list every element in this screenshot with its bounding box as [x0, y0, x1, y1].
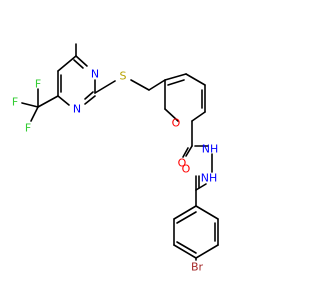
- bond: [185, 145, 193, 157]
- bond: [167, 79, 185, 86]
- bonds: [21, 43, 219, 261]
- atom-f-left: F: [12, 96, 18, 109]
- atom-br: Br: [191, 261, 204, 274]
- bond: [164, 73, 187, 81]
- bond: [21, 102, 39, 108]
- bond: [30, 106, 39, 122]
- bond: [57, 95, 70, 106]
- bond: [130, 79, 150, 91]
- atom-nh-1: NH: [202, 143, 219, 156]
- molecule-structure: N N S F F F O O NH NH O Br: [12, 43, 219, 274]
- bond: [195, 205, 219, 220]
- bond: [73, 59, 84, 69]
- atom-nh-2: NH: [201, 172, 218, 185]
- bond: [191, 111, 206, 122]
- bond: [84, 95, 96, 105]
- atom-o-carbonyl-2: O: [182, 163, 191, 176]
- bond: [195, 244, 219, 259]
- bond: [148, 79, 166, 91]
- bond: [37, 95, 59, 108]
- atom-f-top: F: [35, 78, 41, 91]
- bond: [195, 183, 207, 191]
- bond: [185, 73, 206, 86]
- bond: [94, 80, 116, 94]
- bond: [173, 205, 197, 220]
- bond: [176, 241, 197, 254]
- atom-s: S: [120, 70, 127, 83]
- bond: [173, 244, 197, 259]
- bond: [182, 147, 189, 158]
- bond: [176, 211, 197, 224]
- bond: [84, 91, 94, 100]
- bond: [75, 55, 88, 67]
- atom-n-top: N: [91, 68, 99, 81]
- bond: [164, 108, 179, 122]
- bond: [57, 55, 77, 72]
- atom-o-furan: O: [172, 117, 181, 130]
- atom-o-carbonyl-1: O: [178, 157, 187, 170]
- atom-n-bottom: N: [73, 103, 81, 116]
- atom-labels: N N S F F F O O NH NH O Br: [12, 68, 218, 274]
- atom-f-bottom: F: [25, 122, 31, 135]
